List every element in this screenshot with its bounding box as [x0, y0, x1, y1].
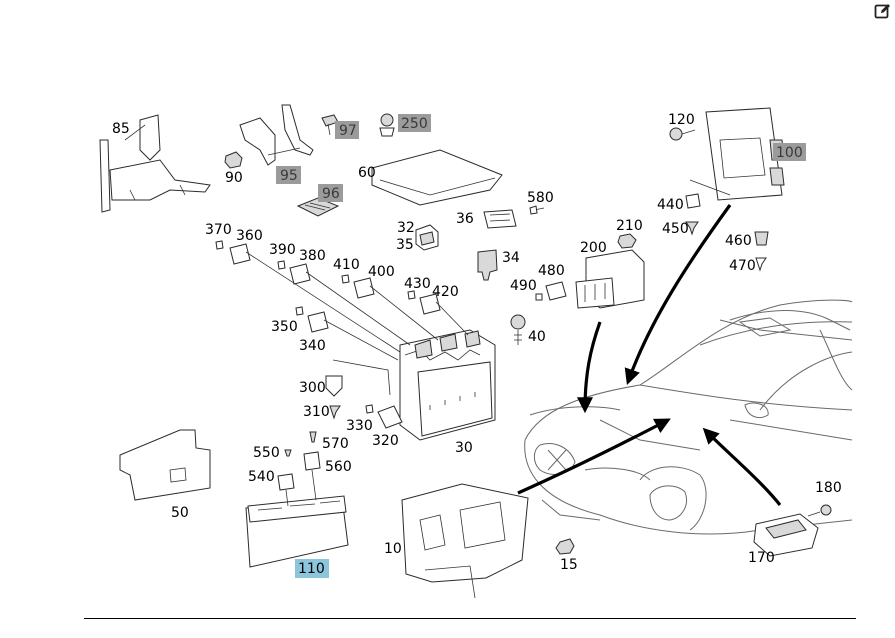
part-170-block	[753, 513, 819, 557]
label-10[interactable]: 10	[384, 541, 402, 557]
label-110[interactable]: 110	[298, 561, 325, 577]
part-460-470	[754, 231, 769, 272]
label-300[interactable]: 300	[299, 380, 326, 396]
label-460[interactable]: 460	[725, 233, 752, 249]
label-180[interactable]: 180	[815, 480, 842, 496]
label-380[interactable]: 380	[299, 248, 326, 264]
label-310[interactable]: 310	[303, 404, 330, 420]
label-490[interactable]: 490	[510, 278, 537, 294]
label-370[interactable]: 370	[205, 222, 232, 238]
label-440[interactable]: 440	[657, 197, 684, 213]
highlight-95[interactable]	[276, 166, 301, 184]
label-60[interactable]: 60	[358, 165, 376, 181]
label-340[interactable]: 340	[299, 338, 326, 354]
label-34[interactable]: 34	[502, 250, 520, 266]
part-580-pin	[529, 205, 545, 215]
label-420[interactable]: 420	[432, 284, 459, 300]
part-250-bolt	[379, 113, 395, 137]
part-40-bolt	[510, 314, 526, 345]
pointer-arrows	[517, 204, 782, 506]
part-34-fuse	[477, 249, 498, 281]
label-50[interactable]: 50	[171, 505, 189, 521]
part-100-control-unit	[705, 107, 785, 201]
label-470[interactable]: 470	[729, 258, 756, 274]
label-390[interactable]: 390	[269, 242, 296, 258]
label-550[interactable]: 550	[253, 445, 280, 461]
label-400[interactable]: 400	[368, 264, 395, 280]
edit-icon	[874, 4, 890, 19]
label-450[interactable]: 450	[662, 221, 689, 237]
label-200[interactable]: 200	[580, 240, 607, 256]
label-40[interactable]: 40	[528, 329, 546, 345]
highlight-100[interactable]	[773, 143, 806, 161]
part-10-housing	[401, 483, 529, 599]
part-15-nut	[555, 538, 575, 555]
label-170[interactable]: 170	[748, 550, 775, 566]
part-32-relay	[415, 224, 439, 251]
label-540[interactable]: 540	[248, 469, 275, 485]
label-96[interactable]: 96	[322, 186, 340, 202]
highlight-96[interactable]	[318, 184, 343, 202]
label-320[interactable]: 320	[372, 433, 399, 449]
callout-labels: 85 90 95 96 97 250 60 120 100 440 450 46…	[112, 112, 842, 577]
label-570[interactable]: 570	[322, 436, 349, 452]
part-440-450	[685, 179, 731, 236]
label-36[interactable]: 36	[456, 211, 474, 227]
part-110-module	[245, 431, 349, 568]
part-36-connector	[483, 209, 517, 229]
label-210[interactable]: 210	[616, 218, 643, 234]
label-32[interactable]: 32	[397, 220, 415, 236]
part-90-nut	[224, 151, 243, 169]
part-200-relay	[575, 249, 645, 309]
label-430[interactable]: 430	[404, 276, 431, 292]
part-95-bracket	[239, 104, 314, 166]
part-480-490	[535, 281, 567, 301]
bottom-divider	[84, 618, 856, 619]
vehicle-outline	[524, 299, 853, 535]
label-330[interactable]: 330	[346, 418, 373, 434]
part-97-screw	[321, 114, 339, 136]
label-350[interactable]: 350	[271, 319, 298, 335]
part-60-cover	[371, 149, 503, 206]
label-15[interactable]: 15	[560, 557, 578, 573]
label-35[interactable]: 35	[396, 237, 414, 253]
label-580[interactable]: 580	[527, 190, 554, 206]
part-120-bolt	[669, 127, 696, 141]
edit-button[interactable]	[874, 2, 892, 20]
label-90[interactable]: 90	[225, 170, 243, 186]
label-410[interactable]: 410	[333, 257, 360, 273]
part-30-fuse-box	[399, 329, 496, 441]
highlight-97[interactable]	[335, 121, 359, 139]
label-85[interactable]: 85	[112, 121, 130, 137]
part-210-nut	[617, 233, 637, 249]
part-50-bracket	[119, 429, 211, 501]
label-360[interactable]: 360	[236, 228, 263, 244]
label-97[interactable]: 97	[339, 123, 357, 139]
label-120[interactable]: 120	[668, 112, 695, 128]
label-30[interactable]: 30	[455, 440, 473, 456]
label-250[interactable]: 250	[401, 116, 428, 132]
label-480[interactable]: 480	[538, 263, 565, 279]
part-85-bracket	[99, 114, 211, 213]
label-95[interactable]: 95	[280, 168, 298, 184]
part-180-screw	[807, 504, 832, 517]
label-100[interactable]: 100	[776, 145, 803, 161]
label-highlights	[276, 114, 806, 578]
highlight-110[interactable]	[295, 559, 329, 578]
part-96-clip	[296, 197, 340, 217]
highlight-250[interactable]	[398, 114, 431, 132]
label-560[interactable]: 560	[325, 459, 352, 475]
terminal-parts	[215, 240, 469, 429]
